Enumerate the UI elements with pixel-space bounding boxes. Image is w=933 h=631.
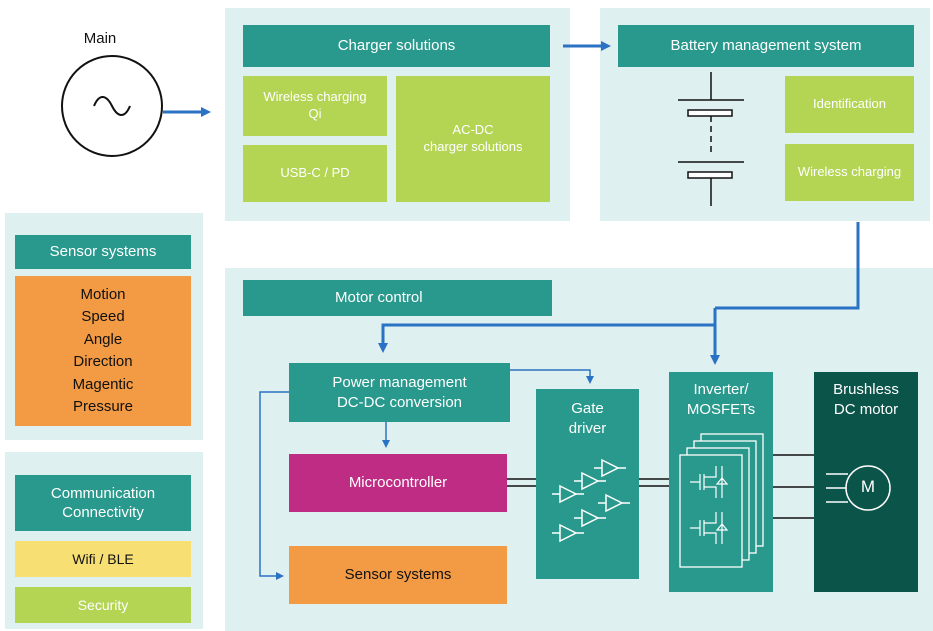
bms-to-motor-line bbox=[715, 222, 860, 310]
motor-icon bbox=[826, 465, 891, 511]
wifi-ble-box: Wifi / BLE bbox=[15, 541, 191, 577]
transistor-icon bbox=[690, 466, 729, 544]
brushless-dc-motor-box: Brushless DC motor bbox=[814, 372, 918, 592]
identification-box: Identification bbox=[785, 76, 914, 133]
sensor-systems-list: Motion Speed Angle Direction Magentic Pr… bbox=[15, 276, 191, 426]
micro-gate-bus bbox=[507, 478, 669, 487]
motor-symbol-label: M bbox=[860, 477, 876, 496]
sine-wave-icon bbox=[93, 96, 131, 116]
microcontroller-box: Microcontroller bbox=[289, 454, 507, 512]
gate-driver-box: Gate driver bbox=[536, 389, 639, 579]
power-management-box: Power management DC-DC conversion bbox=[289, 363, 510, 422]
bms-wireless-charging-box: Wireless charging bbox=[785, 144, 914, 201]
wireless-charging-qi-box: Wireless charging Qi bbox=[243, 76, 387, 136]
inverter-motor-lines bbox=[773, 454, 814, 519]
acdc-charger-box: AC-DC charger solutions bbox=[396, 76, 550, 202]
gate-driver-buffers-icon bbox=[552, 458, 630, 543]
mosfet-stack-icon bbox=[679, 433, 764, 568]
to-power-arrow bbox=[378, 308, 717, 353]
charger-title: Charger solutions bbox=[243, 25, 550, 67]
motor-control-title: Motor control bbox=[243, 280, 552, 316]
security-box: Security bbox=[15, 587, 191, 623]
power-to-gate-arrow bbox=[510, 369, 594, 384]
power-to-sensor-arrow bbox=[259, 391, 289, 580]
battery-icon bbox=[678, 72, 744, 206]
bms-title: Battery management system bbox=[618, 25, 914, 67]
sensor-systems-title: Sensor systems bbox=[15, 235, 191, 269]
communication-title: Communication Connectivity bbox=[15, 475, 191, 531]
usbc-pd-box: USB-C / PD bbox=[243, 145, 387, 202]
motor-sensor-systems-box: Sensor systems bbox=[289, 546, 507, 604]
main-label: Main bbox=[83, 30, 117, 47]
